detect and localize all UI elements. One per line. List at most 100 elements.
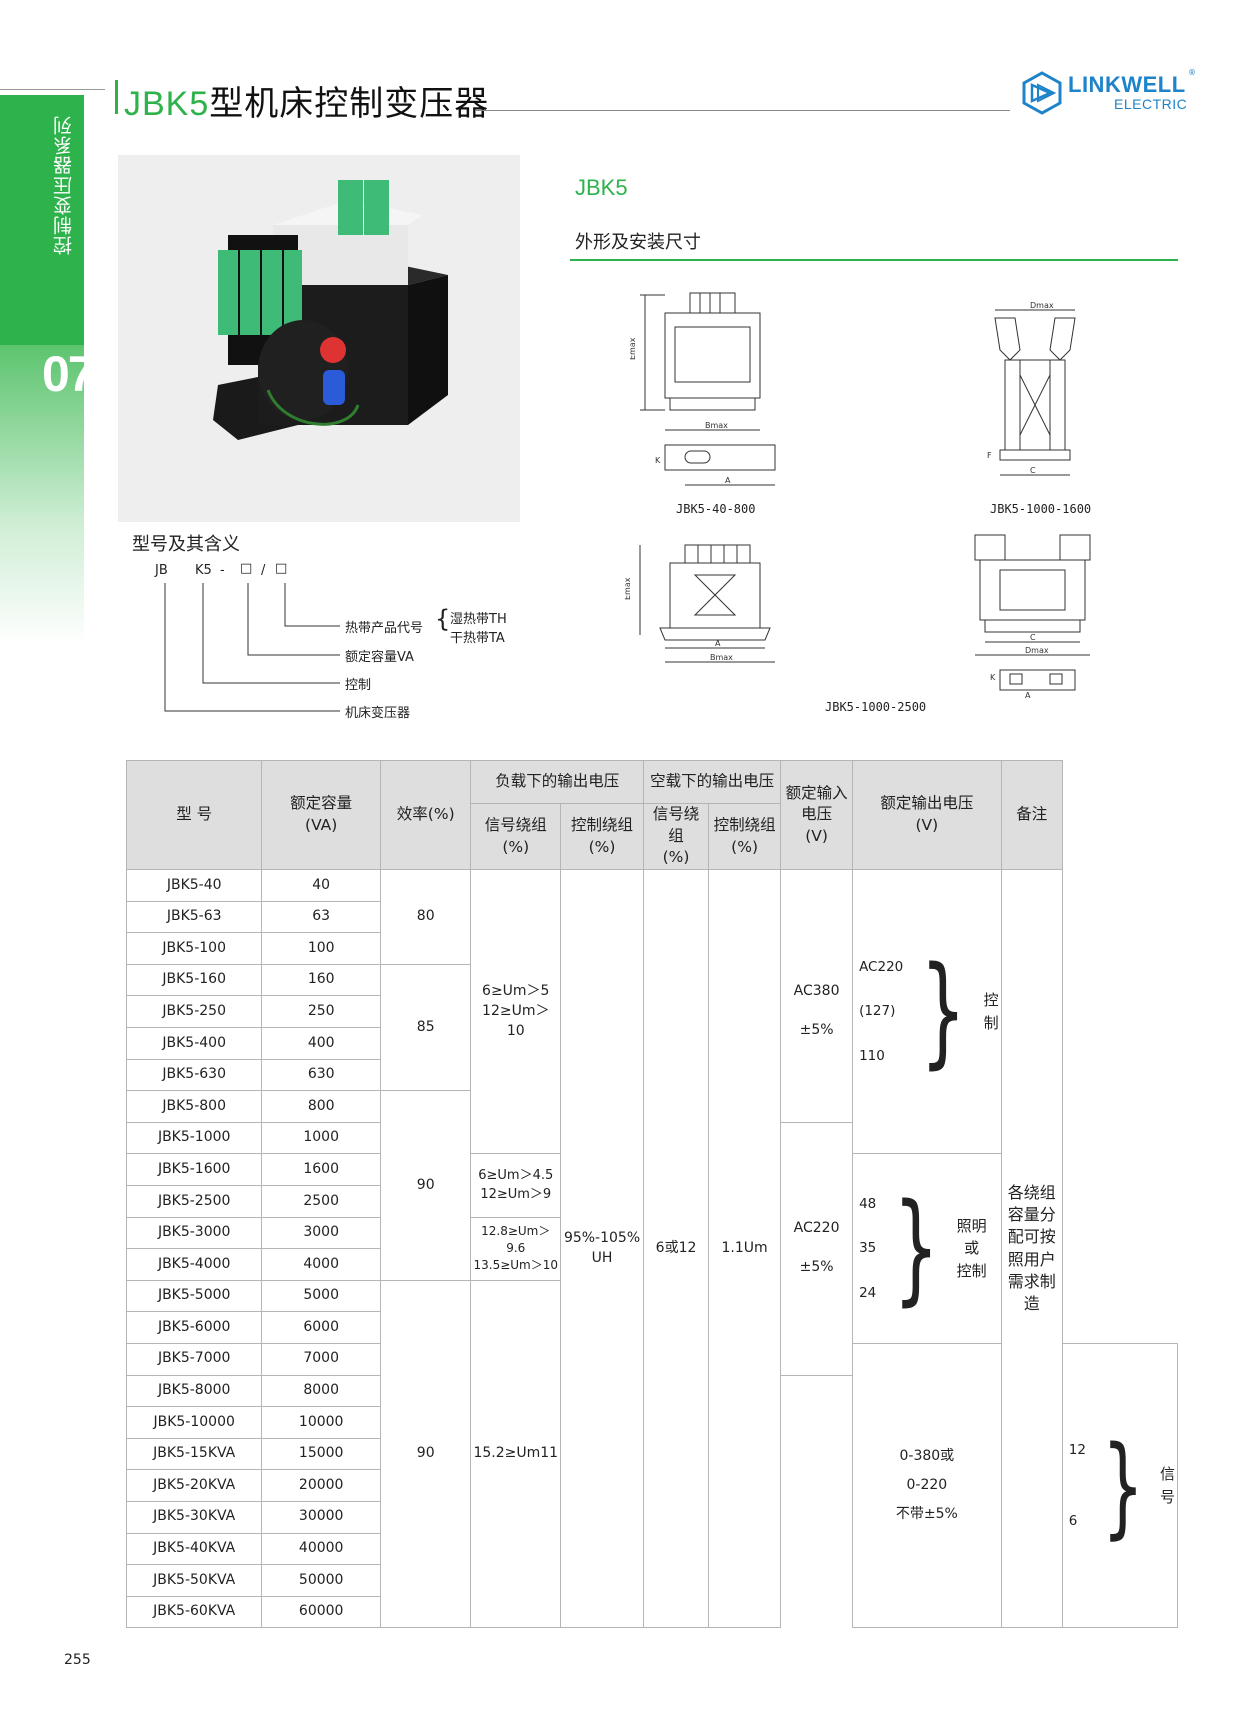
col-efficiency: 效率(%) <box>379 759 472 871</box>
input-220: AC220±5% <box>780 1121 854 1376</box>
svg-text:K: K <box>990 673 996 682</box>
ctl-noload: 1.1Um <box>708 869 782 1629</box>
svg-text:Emax: Emax <box>625 577 632 600</box>
meaning-control: 控制 <box>345 678 372 693</box>
shape-title: 外形及安装尺寸 <box>575 232 701 253</box>
sidebar-number: 07 <box>42 346 96 402</box>
brand-sub: ELECTRIC <box>1114 96 1188 112</box>
meaning-tropic-th: 湿热带TH <box>450 612 507 627</box>
brace-icon: } <box>920 941 967 1081</box>
col-noload-control: 控制绕组(%) <box>708 802 782 871</box>
brace-icon: } <box>893 1178 940 1318</box>
meaning-tropic-ta: 干热带TA <box>450 631 505 646</box>
brand-name: LINKWELL <box>1068 72 1186 97</box>
output-control: AC220(127)110 } 控制 <box>852 869 1002 1155</box>
eff-80: 80 <box>379 869 472 965</box>
col-note: 备注 <box>1000 759 1063 871</box>
brace-icon: } <box>1101 1421 1144 1550</box>
svg-text:A: A <box>715 639 721 648</box>
sidebar-label: 控制变压器系列 <box>53 115 75 255</box>
sig-load-4: 15.2≥Um11 <box>470 1279 562 1629</box>
col-noload-voltage: 空载下的输出电压 <box>643 760 782 804</box>
registered-mark: ® <box>1188 68 1196 77</box>
product-photo <box>118 155 520 522</box>
code-capacity-box: □ <box>240 561 253 576</box>
col-load-control: 控制绕组(%) <box>560 802 645 871</box>
svg-text:A: A <box>725 476 731 485</box>
code-dash: - <box>220 563 225 578</box>
drawing-label-3: JBK5-1000-2500 <box>825 700 927 714</box>
code-tropic-box: □ <box>275 561 288 576</box>
meaning-tropic: 热带产品代号 <box>345 621 424 636</box>
title-text: 型机床控制变压器 <box>209 84 490 124</box>
title-model: JBK5 <box>124 85 210 123</box>
model-meaning-diagram: JB K5 - □ / □ 热带产品代号 { 湿热带TH 干热带TA 额定容量V… <box>145 561 575 723</box>
code-slash: / <box>261 563 266 578</box>
note-cell: 各绕组容量分配可按照用户需求制造 <box>1000 869 1063 1629</box>
col-input-voltage: 额定输入电压(V) <box>780 759 854 871</box>
ctl-load: 95%-105%UH <box>560 869 645 1629</box>
svg-text:C: C <box>1030 633 1036 642</box>
meaning-capacity: 额定容量VA <box>345 650 414 665</box>
brand-logo: LINKWELL ELECTRIC ® <box>1020 68 1200 118</box>
col-load-signal: 信号绕组(%) <box>470 802 562 871</box>
page-number: 255 <box>64 1652 91 1668</box>
col-capacity: 额定容量(VA) <box>261 759 381 871</box>
title-rule <box>476 110 1010 111</box>
model-meaning-title: 型号及其含义 <box>132 534 240 555</box>
svg-text:Dmax: Dmax <box>1030 301 1054 310</box>
svg-text:Bmax: Bmax <box>710 653 733 662</box>
shape-rule <box>570 259 1178 261</box>
col-model: 型 号 <box>125 759 263 871</box>
sig-noload: 6或12 <box>643 869 710 1629</box>
sidebar-gradient <box>0 345 84 645</box>
title-accent <box>115 80 118 114</box>
spec-table: 型 号 额定容量(VA) 效率(%) 负载下的输出电压 空载下的输出电压 额定输… <box>125 759 1179 1629</box>
code-k5: K5 <box>195 563 212 578</box>
svg-text:Emax: Emax <box>630 337 637 360</box>
eff-90a: 90 <box>379 1090 472 1281</box>
sidebar-tab <box>0 95 84 345</box>
col-noload-signal: 信号绕组(%) <box>643 802 710 871</box>
drawing-label-1: JBK5-40-800 <box>676 502 756 516</box>
brace-icon: { <box>435 605 451 633</box>
svg-text:Dmax: Dmax <box>1025 646 1049 655</box>
drawing-jbk5-1000-2500-front: Emax A Bmax <box>625 544 775 663</box>
drawing-jbk5-1000-1600: Dmax C F <box>987 301 1076 476</box>
page-title: JBK5型机床控制变压器 <box>124 76 489 125</box>
svg-text:C: C <box>1030 466 1036 475</box>
svg-text:Bmax: Bmax <box>705 421 728 430</box>
code-jb: JB <box>155 563 168 578</box>
drawing-jbk5-40-800: Emax Bmax A K <box>630 292 776 486</box>
input-380: AC380±5% <box>780 869 854 1123</box>
side-rule <box>0 89 105 90</box>
svg-text:A: A <box>1025 691 1031 700</box>
drawing-jbk5-1000-2500-side: C Dmax A K <box>974 534 1091 700</box>
svg-text:F: F <box>987 451 992 460</box>
drawing-label-2: JBK5-1000-1600 <box>990 502 1092 516</box>
col-load-voltage: 负载下的输出电压 <box>470 760 645 804</box>
meaning-machine: 机床变压器 <box>345 706 411 721</box>
